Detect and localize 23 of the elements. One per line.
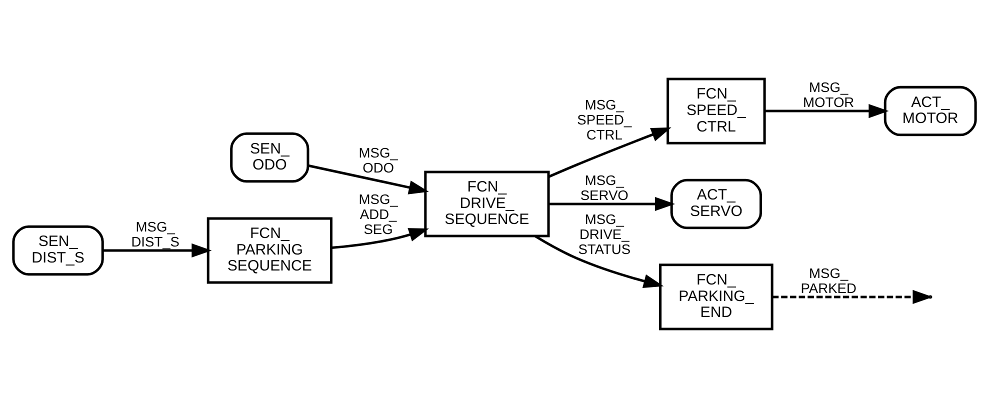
arrow [308,164,429,194]
arrow [548,196,676,211]
node-box: ACT_ MOTOR [884,85,977,136]
node-box: SEN_ ODO [230,132,310,182]
node-box: FCN_ PARKING_ END [659,263,774,330]
edge-label: MSG_ ODO [358,144,398,175]
node-box: FCN_ PARKING SEQUENCE [206,216,332,284]
edge-label: MSG_ PARKED [800,264,856,296]
arrow [103,242,212,258]
arrow [548,126,672,178]
edge-label: MSG_ ADD_ SEG [358,190,398,236]
node-box: FCN_ SPEED_ CTRL [666,77,766,144]
node-box: ACT_ SERVO [670,178,762,229]
edge-label: MSG_ MOTOR [803,78,854,110]
arrow [331,228,429,249]
node-box: SEN_ DIST_S [12,224,104,276]
arrow [534,234,664,288]
node-box: FCN_ DRIVE_ SEQUENCE [424,170,550,237]
edge-label: MSG_ DRIVE_ STATUS [578,210,631,256]
edge-label: MSG_ SERVO [580,171,628,202]
edge-label: MSG_ DIST_S [131,218,180,249]
arrow [764,104,889,118]
edge-label: MSG_ SPEED_ CTRL [577,96,632,142]
